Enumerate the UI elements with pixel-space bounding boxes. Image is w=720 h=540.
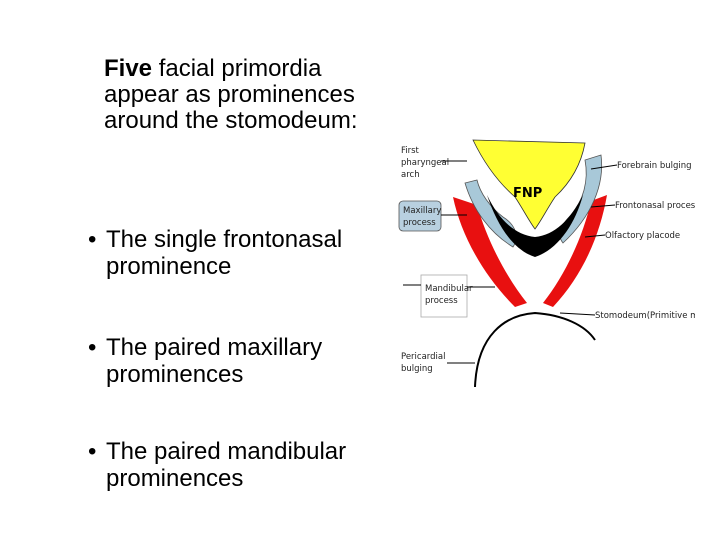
mandibular-prominence-left	[453, 197, 527, 307]
leader-line	[590, 164, 618, 170]
bullet-text: The single frontonasal prominence	[106, 226, 343, 280]
label-forebrain-bulging: Forebrain bulging	[590, 161, 692, 171]
svg-text:process: process	[425, 296, 458, 306]
label-olfactory-placode: Olfactory placode	[584, 231, 680, 241]
fnp-label: FNP	[513, 186, 542, 201]
pericardial-bulging-outline	[474, 311, 596, 388]
bullet-item-frontonasal: • The single frontonasal prominence	[80, 226, 400, 280]
svg-text:Forebrain bulging: Forebrain bulging	[617, 161, 692, 171]
leader-line	[584, 234, 606, 238]
label-first-pharyngeal-arch: First pharyngeal arch	[401, 146, 467, 180]
svg-text:bulging: bulging	[401, 364, 433, 374]
leader-line	[559, 312, 596, 316]
bullet-text: The paired maxillary prominences	[106, 334, 323, 388]
label-box	[420, 274, 468, 318]
label-maxillary-process: Maxillary process	[398, 200, 467, 232]
svg-text:arch: arch	[401, 170, 420, 180]
label-box	[398, 200, 442, 232]
label-frontonasal-process: Frontonasal process	[590, 201, 695, 211]
bullet-icon: •	[88, 438, 97, 465]
stomodeum	[487, 195, 583, 257]
svg-text:Frontonasal process: Frontonasal process	[615, 201, 695, 211]
label-mandibular-process: Mandibular process	[403, 274, 495, 318]
label-stomodeum: Stomodeum(Primitive mouth)	[559, 311, 695, 321]
svg-text:Maxillary: Maxillary	[403, 206, 441, 216]
intro-bold-word: Five	[104, 55, 153, 82]
svg-text:First: First	[401, 146, 420, 156]
facial-primordia-diagram: FNP First pharyngeal arch Maxillary proc…	[398, 139, 695, 388]
bullet-item-maxillary: • The paired maxillary prominences	[80, 334, 400, 388]
intro-text: Five facial primordia appear as prominen…	[104, 56, 394, 134]
bullet-icon: •	[88, 334, 97, 361]
label-pericardial-bulging: Pericardial bulging	[401, 352, 475, 374]
bullet-item-mandibular: • The paired mandibular prominences	[80, 438, 400, 492]
svg-text:Stomodeum(Primitive mouth): Stomodeum(Primitive mouth)	[595, 311, 695, 321]
svg-text:Mandibular: Mandibular	[425, 284, 473, 294]
frontonasal-prominence	[472, 139, 586, 230]
svg-text:Pericardial: Pericardial	[401, 352, 445, 362]
svg-text:process: process	[403, 218, 436, 228]
svg-text:pharyngeal: pharyngeal	[401, 158, 449, 168]
bullet-icon: •	[88, 226, 97, 253]
intro-rest: facial primordia appear as prominences a…	[104, 55, 358, 134]
bullet-text: The paired mandibular prominences	[106, 438, 347, 492]
mandibular-prominence-right	[543, 195, 607, 307]
leader-line	[590, 204, 616, 208]
svg-text:Olfactory placode: Olfactory placode	[605, 231, 680, 241]
